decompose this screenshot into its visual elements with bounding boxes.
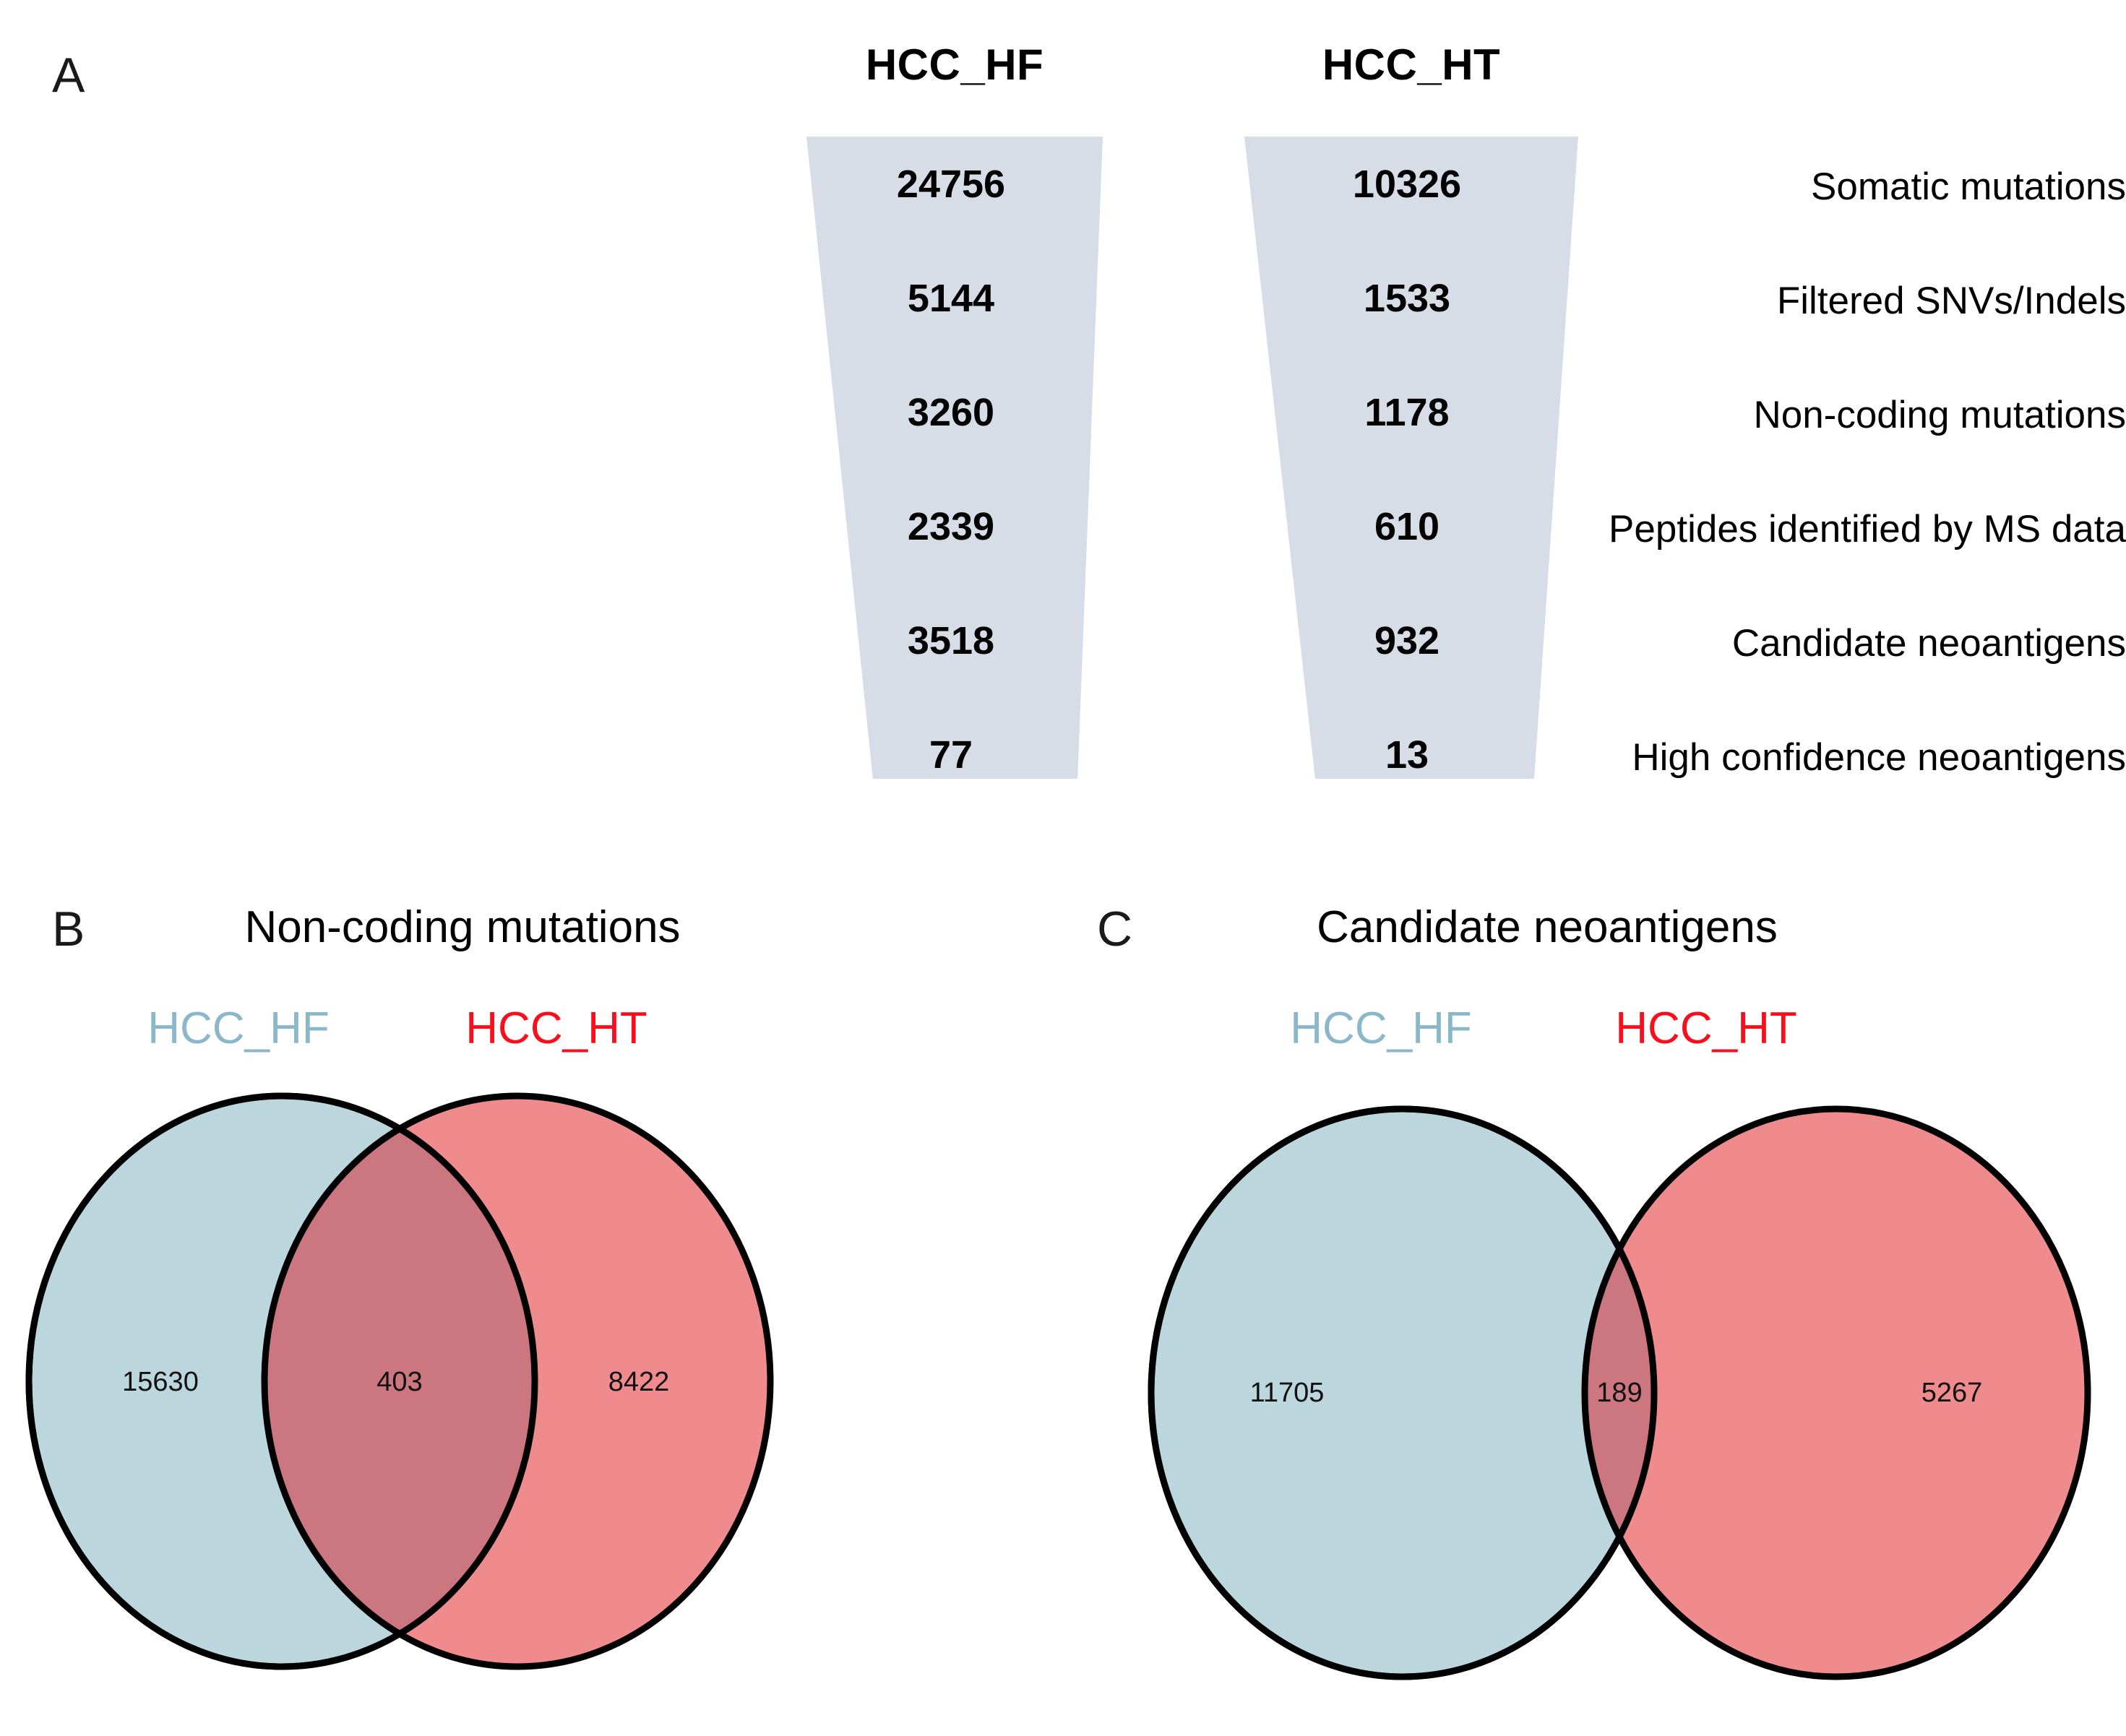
- venn-count-hcc-hf-only-b: 15630: [122, 1367, 199, 1397]
- panel-c-venn-candidate-neoantigens: C Candidate neoantigens HCC_HF HCC_HT 11…: [1063, 867, 2126, 1736]
- venn-circle-hcc-ht-c: [1585, 1109, 2088, 1677]
- venn-diagram-c: 11705 189 5267: [1148, 1105, 2091, 1680]
- panel-a-funnel-summary: A HCC_HF HCC_HT Somatic mutations 24756 …: [0, 0, 2126, 838]
- panel-b-label: B: [52, 902, 85, 956]
- venn-legend-hcc-hf-c: HCC_HF: [1290, 1003, 1472, 1053]
- venn-overlap-region-b: [264, 1096, 535, 1667]
- funnel-shape-hcc-hf: [806, 137, 1103, 779]
- venn-count-hcc-ht-only-c: 5267: [1921, 1378, 1983, 1408]
- row-value-peptides-identified-by-ms-data-hf: 2339: [907, 505, 995, 548]
- panel-b-venn-non-coding-mutations: B Non-coding mutations HCC_HF HCC_HT 156…: [0, 867, 1063, 1736]
- venn-count-intersection-c: 189: [1596, 1378, 1642, 1408]
- row-value-filtered-snvs-indels-ht: 1533: [1363, 277, 1451, 320]
- row-label-somatic-mutations: Somatic mutations: [1811, 165, 2126, 208]
- row-label-non-coding-mutations: Non-coding mutations: [1753, 394, 2126, 436]
- panel-b-title: Non-coding mutations: [244, 902, 681, 952]
- venn-diagram-b: 15630 403 8422: [25, 1092, 774, 1670]
- venn-count-hcc-ht-only-b: 8422: [608, 1367, 670, 1397]
- row-value-non-coding-mutations-hf: 3260: [907, 391, 995, 434]
- venn-outline-hcc-hf-c: [1148, 1105, 1658, 1680]
- row-label-candidate-neoantigens: Candidate neoantigens: [1731, 622, 2126, 665]
- row-value-filtered-snvs-indels-hf: 5144: [907, 277, 995, 320]
- row-value-high-confidence-neoantigens-hf: 77: [929, 733, 973, 777]
- row-label-high-confidence-neoantigens: High confidence neoantigens: [1632, 736, 2126, 779]
- row-value-somatic-mutations-hf: 24756: [896, 163, 1006, 206]
- row-label-filtered-snvs-indels: Filtered SNVs/Indels: [1776, 280, 2126, 322]
- venn-legend-hcc-hf-b: HCC_HF: [147, 1003, 330, 1053]
- venn-outline-hcc-ht-c: [1581, 1105, 2091, 1680]
- venn-outline-hcc-ht-b: [261, 1092, 774, 1670]
- venn-legend-hcc-ht-b: HCC_HT: [465, 1003, 647, 1053]
- venn-outline-hcc-hf-b: [25, 1092, 538, 1670]
- venn-count-intersection-b: 403: [376, 1367, 422, 1397]
- venn-count-hcc-hf-only-c: 11705: [1250, 1378, 1325, 1408]
- panel-c-title: Candidate neoantigens: [1317, 902, 1778, 952]
- column-header-hcc-hf: HCC_HF: [865, 40, 1044, 89]
- row-value-high-confidence-neoantigens-ht: 13: [1385, 733, 1429, 777]
- funnel-shape-hcc-ht: [1244, 137, 1578, 779]
- panel-c-label: C: [1097, 902, 1133, 956]
- row-value-candidate-neoantigens-ht: 932: [1374, 619, 1440, 662]
- row-value-non-coding-mutations-ht: 1178: [1364, 391, 1450, 434]
- row-value-candidate-neoantigens-hf: 3518: [907, 619, 995, 662]
- venn-legend-hcc-ht-c: HCC_HT: [1615, 1003, 1797, 1053]
- column-header-hcc-ht: HCC_HT: [1322, 40, 1501, 89]
- row-label-peptides-identified-by-ms-data: Peptides identified by MS data: [1609, 508, 2126, 550]
- row-value-peptides-identified-by-ms-data-ht: 610: [1374, 505, 1440, 548]
- row-value-somatic-mutations-ht: 10326: [1352, 163, 1462, 206]
- panel-a-label: A: [52, 48, 85, 103]
